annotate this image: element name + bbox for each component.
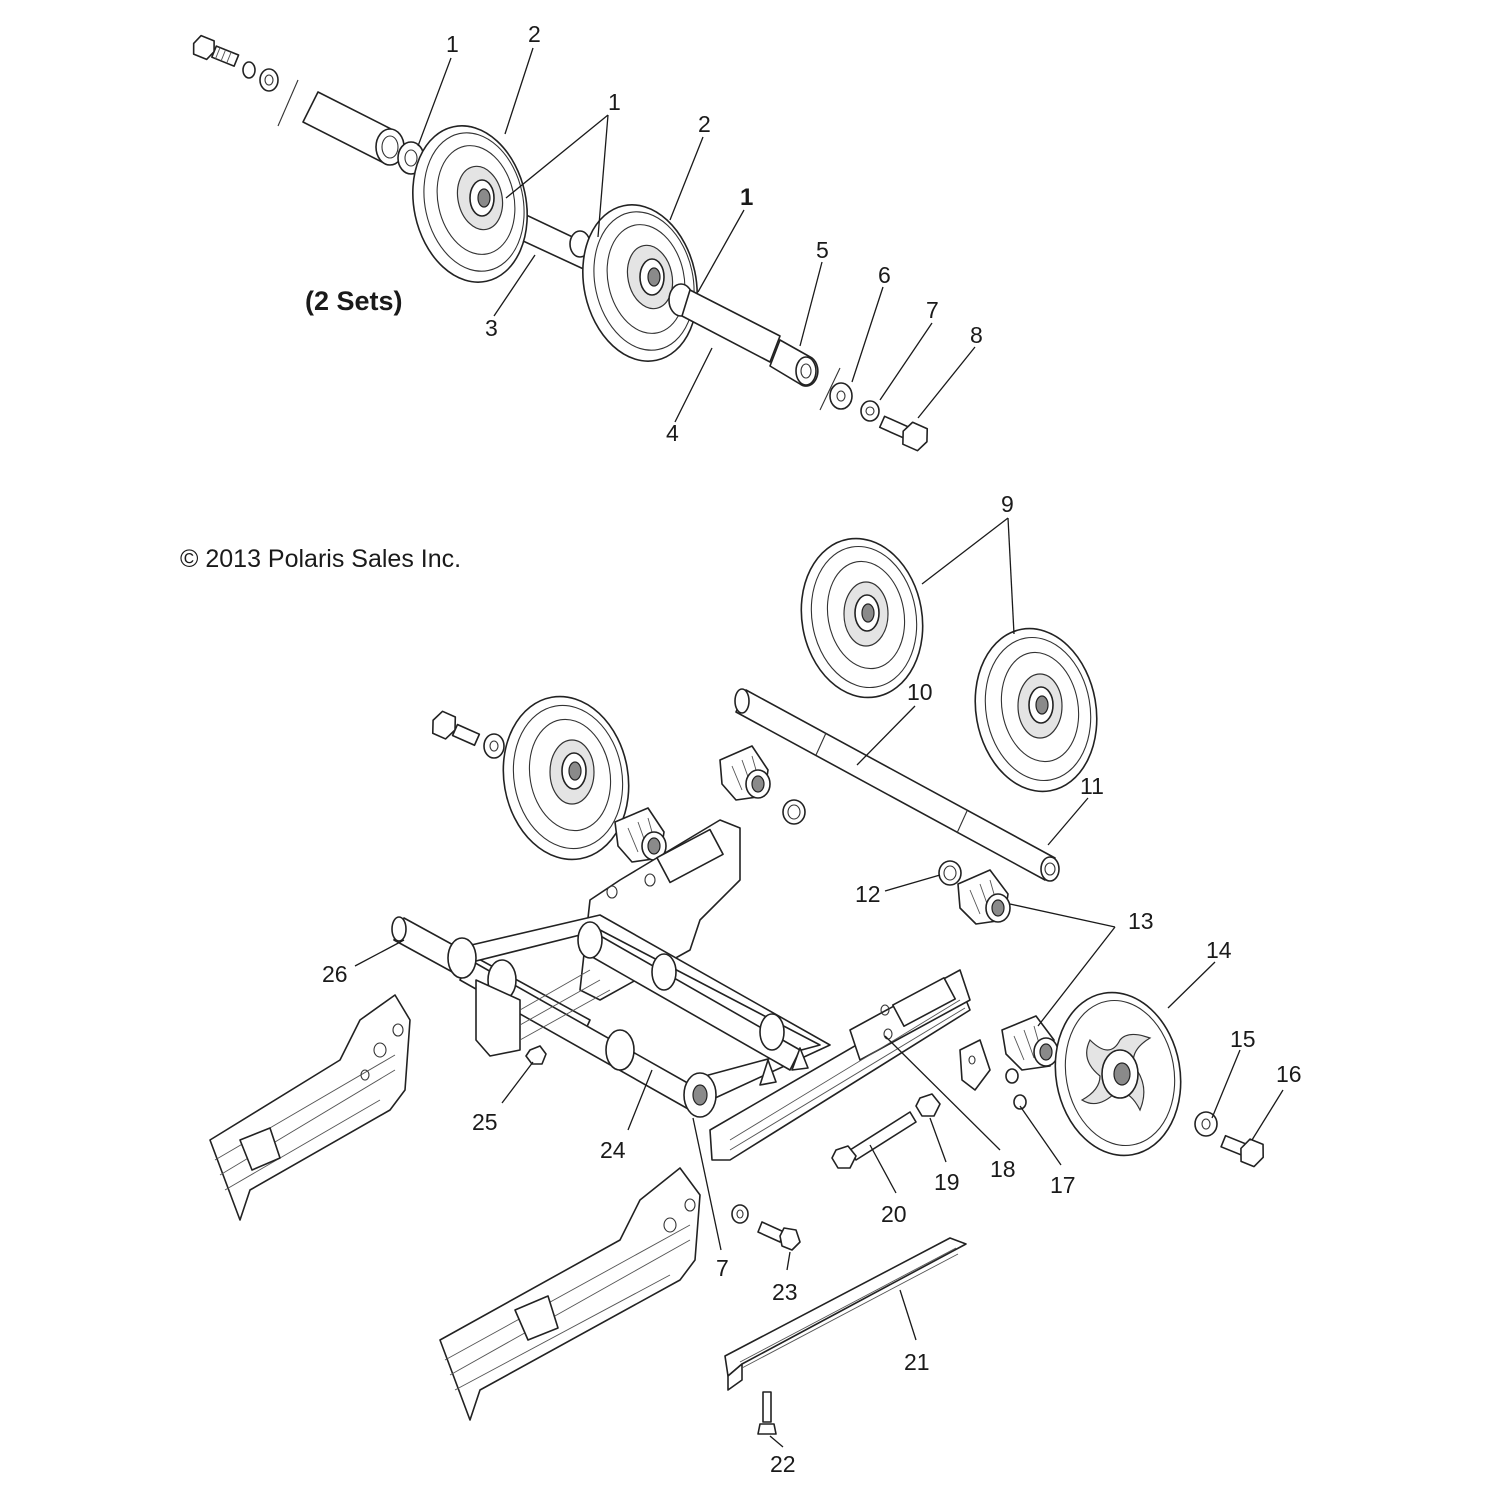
callout-4: 4: [666, 420, 679, 446]
callout-1b: 1: [608, 89, 621, 115]
washer-6: [829, 382, 853, 410]
washer-left-wheel: [483, 733, 505, 759]
callout-labels: 1 2 1 2 1 5 6 7 8 3 4 9 10 11 12 13 14 1…: [180, 21, 1302, 1477]
callout-2b: 2: [698, 111, 711, 137]
bolt-left-wheel: [431, 710, 481, 747]
callout-26: 26: [322, 961, 348, 987]
idler-wheel-9b: [974, 627, 1098, 793]
slide-rail-left: [475, 969, 611, 1057]
cap-bolt-17a: [1005, 1068, 1019, 1084]
washer-small-a: [242, 61, 256, 79]
bearing-cap-13a: [957, 869, 1011, 925]
axle-10: [734, 688, 1060, 882]
callout-6: 6: [878, 262, 891, 288]
callout-14: 14: [1206, 937, 1232, 963]
spacer-tube: [302, 91, 405, 166]
washer-7: [860, 400, 880, 422]
callout-18: 18: [990, 1156, 1016, 1182]
washer-15: [1194, 1111, 1218, 1137]
callout-2a: 2: [528, 21, 541, 47]
washer-small-b: [259, 68, 279, 92]
idler-wheel-2b: [582, 204, 698, 362]
callout-15: 15: [1230, 1026, 1256, 1052]
callout-7a: 7: [926, 297, 939, 323]
bearing-cap-b: [614, 807, 667, 863]
callout-20: 20: [881, 1201, 907, 1227]
screw-22: [757, 1391, 777, 1435]
bolt-20: [831, 1111, 917, 1169]
callout-1c: 1: [740, 184, 753, 211]
bracket-18: [959, 1039, 991, 1091]
ring-a: [782, 799, 806, 825]
callout-10: 10: [907, 679, 933, 705]
idler-wheel-14: [1054, 991, 1182, 1157]
sets-note: (2 Sets): [305, 286, 403, 316]
slide-rail-main: [709, 969, 971, 1161]
side-plate-left-lower: [439, 1167, 701, 1421]
bolt-top-left: [192, 34, 240, 67]
nut-25: [525, 1045, 547, 1065]
callout-5: 5: [816, 237, 829, 263]
nut-19: [915, 1093, 941, 1117]
bearing-cap-13b: [1001, 1015, 1059, 1071]
callout-7b: 7: [716, 1255, 729, 1281]
callout-8: 8: [970, 322, 983, 348]
callout-21: 21: [904, 1349, 930, 1375]
lower-suspension-assembly: [209, 537, 1264, 1435]
callout-16: 16: [1276, 1061, 1302, 1087]
idler-wheel-left: [502, 695, 630, 861]
callout-19: 19: [934, 1169, 960, 1195]
callout-17: 17: [1050, 1172, 1076, 1198]
washer-7b: [731, 1204, 749, 1224]
bearing-cap-a: [719, 745, 771, 801]
copyright-text: © 2013 Polaris Sales Inc.: [180, 545, 461, 573]
ring-12: [938, 860, 962, 886]
side-plate-left-upper: [209, 994, 411, 1221]
callout-1a: 1: [446, 31, 459, 57]
callout-13: 13: [1128, 908, 1154, 934]
bolt-23: [757, 1221, 801, 1251]
wear-strip-21: [724, 1237, 967, 1391]
callout-23: 23: [772, 1279, 798, 1305]
suspension-arm: [447, 914, 831, 1118]
callout-9: 9: [1001, 491, 1014, 517]
upper-wheel-assembly: [192, 34, 929, 452]
callout-25: 25: [472, 1109, 498, 1135]
cap-bolt-17b: [1013, 1094, 1027, 1110]
leader-lines: [354, 47, 1284, 1448]
callout-24: 24: [600, 1137, 626, 1163]
callout-3: 3: [485, 315, 498, 341]
bolt-8: [878, 415, 929, 452]
callout-11: 11: [1080, 773, 1104, 799]
axle-shaft-4: [668, 283, 819, 387]
callout-22: 22: [770, 1451, 796, 1477]
idler-wheel-9a: [800, 537, 924, 699]
idler-wheel-2a: [412, 125, 528, 283]
bolt-16: [1220, 1134, 1264, 1168]
callout-12: 12: [855, 881, 881, 907]
